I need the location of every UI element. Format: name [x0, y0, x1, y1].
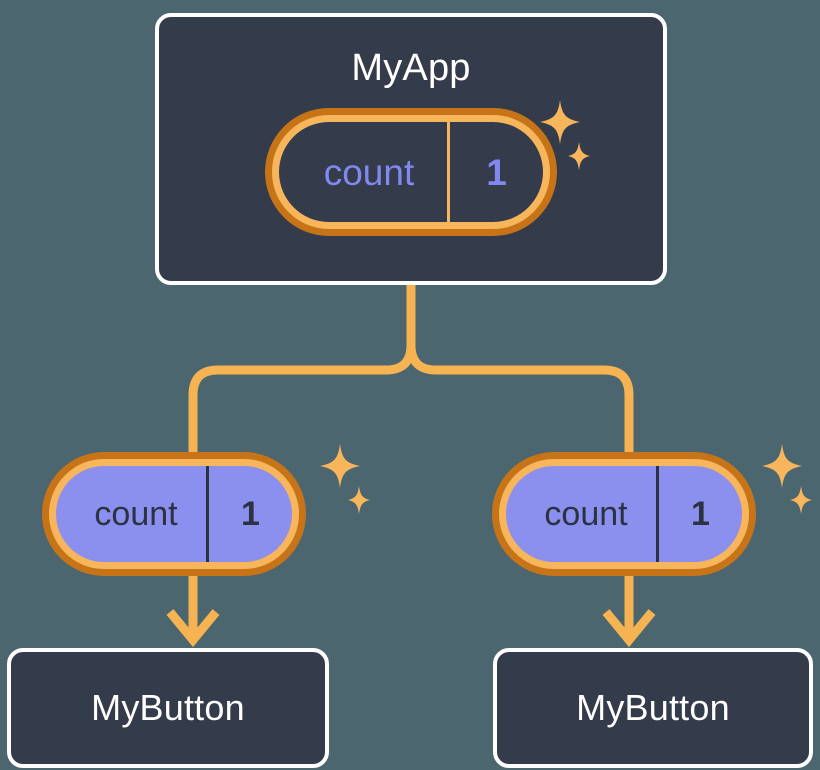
state-pill-myapp-value: 1 — [447, 122, 543, 222]
sparkle-small-icon — [790, 486, 812, 514]
sparkle-large-icon — [762, 444, 802, 488]
state-pill-left-body: count 1 — [56, 466, 292, 562]
sparkle-small-icon — [348, 486, 370, 514]
state-pill-left-ring: count 1 — [49, 459, 299, 569]
node-button-left[interactable]: MyButton — [7, 648, 329, 768]
sparkle-large-icon — [320, 444, 360, 488]
state-pill-myapp-key: count — [323, 151, 415, 193]
connector-branch-left — [188, 344, 416, 462]
node-myapp-title: MyApp — [351, 47, 471, 89]
state-pill-left[interactable]: count 1 — [42, 452, 306, 576]
state-pill-left-key: count — [94, 495, 178, 533]
state-pill-left-value: 1 — [206, 466, 292, 562]
connector-branch-right — [406, 344, 634, 462]
sparkle-group-left — [320, 444, 370, 514]
arrow-left-to-button — [166, 566, 220, 648]
node-button-left-title: MyButton — [91, 687, 245, 728]
state-pill-right-ring: count 1 — [499, 459, 749, 569]
state-pill-myapp[interactable]: count 1 — [265, 108, 557, 236]
sparkle-group-right — [762, 444, 812, 514]
state-pill-right-body: count 1 — [506, 466, 742, 562]
state-pill-myapp-body: count 1 — [279, 122, 543, 222]
node-button-right-title: MyButton — [576, 687, 730, 728]
state-pill-right[interactable]: count 1 — [492, 452, 756, 576]
state-pill-myapp-ring: count 1 — [272, 115, 550, 229]
node-button-right[interactable]: MyButton — [493, 648, 813, 768]
state-pill-right-key: count — [544, 495, 628, 533]
state-pill-right-value: 1 — [656, 466, 742, 562]
arrow-right-to-button — [602, 566, 656, 648]
